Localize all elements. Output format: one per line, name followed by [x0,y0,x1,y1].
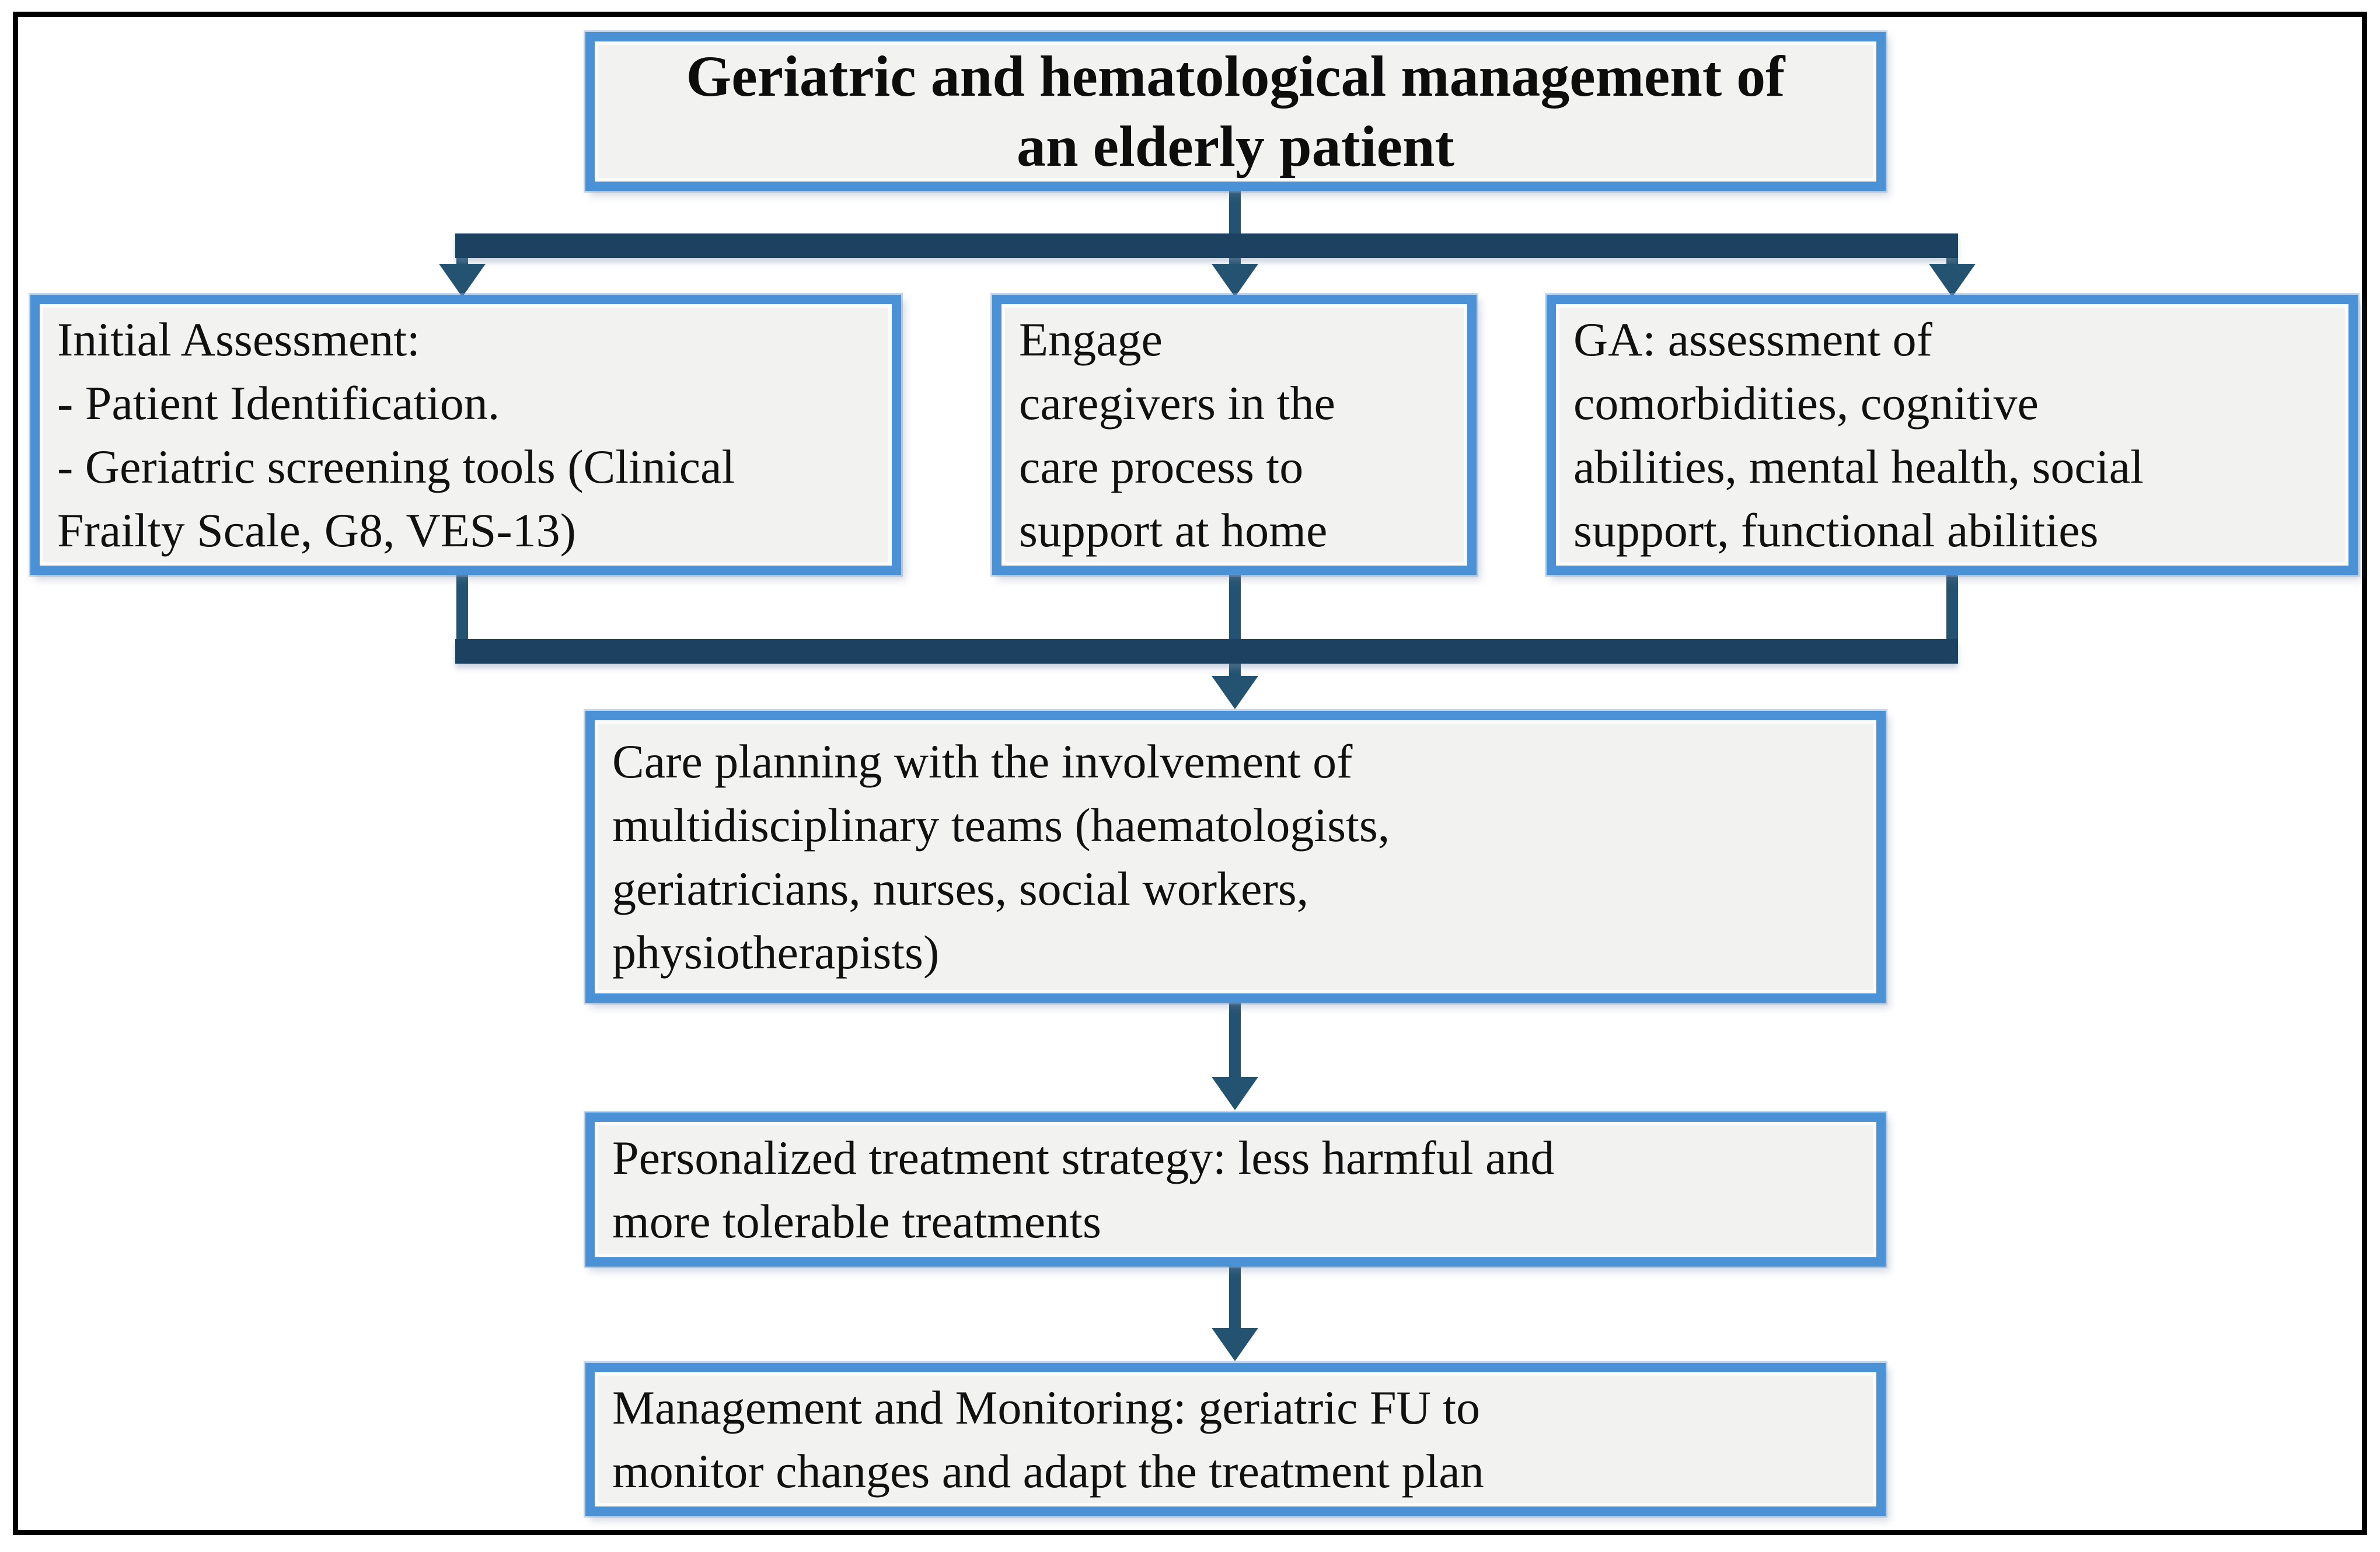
node-line: care process to [1019,440,1304,493]
node-personalized-treatment: Personalized treatment strategy: less ha… [585,1112,1886,1267]
arrow-down-to-care-planning [1212,676,1258,709]
connector-care-to-personalized [1229,1002,1241,1079]
node-management-monitoring: Management and Monitoring: geriatric FU … [585,1363,1886,1516]
node-line: - Patient Identification. [57,376,500,430]
arrow-down-to-ga [1929,264,1976,297]
title-line: Geriatric and hematological management o… [686,44,1785,109]
arrow-down-to-caregivers [1212,264,1258,297]
connector-personalized-to-management [1229,1265,1241,1330]
node-line: Frailty Scale, G8, VES-13) [57,504,576,557]
node-line: Engage [1019,312,1163,366]
node-line: monitor changes and adapt the treatment … [612,1445,1484,1498]
connector-merge-bar [455,639,1958,664]
node-line: abilities, mental health, social [1573,440,2144,493]
node-line: support at home [1019,504,1328,557]
node-title: Geriatric and hematological management o… [585,32,1886,191]
arrow-down-to-initial [439,264,486,297]
node-line: caregivers in the [1019,376,1335,430]
node-line: Personalized treatment strategy: less ha… [612,1131,1555,1184]
arrow-down-to-personalized [1212,1077,1258,1110]
node-line: more tolerable treatments [612,1195,1101,1248]
node-line: multidisciplinary teams (haematologists, [612,798,1390,852]
connector-merge-left [456,574,468,653]
node-engage-caregivers: Engage caregivers in the care process to… [992,295,1477,575]
node-initial-assessment: Initial Assessment: - Patient Identifica… [30,295,901,575]
node-line: physiotherapists) [612,926,940,979]
node-line: Care planning with the involvement of [612,734,1353,788]
node-geriatric-assessment: GA: assessment of comorbidities, cogniti… [1547,295,2358,575]
node-line: comorbidities, cognitive [1573,376,2039,430]
node-line: Initial Assessment: [57,312,420,366]
title-line: an elderly patient [1017,114,1454,179]
connector-merge-right [1946,574,1958,653]
node-line: geriatricians, nurses, social workers, [612,862,1309,915]
figure-outer-frame [13,12,2367,1535]
node-line: GA: assessment of [1573,312,1932,366]
connector-top-bar [455,233,1958,258]
node-line: support, functional abilities [1573,504,2099,557]
arrow-down-to-management [1212,1328,1258,1361]
node-line: - Geriatric screening tools (Clinical [57,440,735,493]
node-care-planning: Care planning with the involvement of mu… [585,711,1886,1003]
node-line: Management and Monitoring: geriatric FU … [612,1380,1481,1434]
